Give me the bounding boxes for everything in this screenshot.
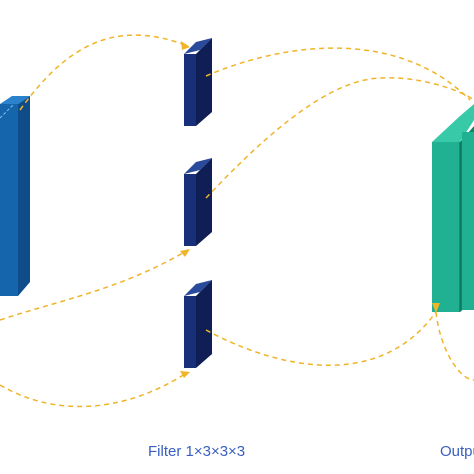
arrow-below-output-exit: [435, 311, 474, 381]
input-volume-edge-highlight: [0, 103, 15, 119]
filter-bottom-front: [184, 296, 196, 368]
filter-middle-side: [196, 158, 212, 246]
filter-top-front: [184, 54, 196, 126]
input-volume-front: [0, 104, 18, 296]
output-volume: [432, 104, 474, 312]
filter-label: Filter 1×3×3×3: [148, 443, 245, 460]
arrow-filter-top-to-output: [205, 47, 471, 101]
filter-bottom-side: [196, 280, 212, 368]
flow-arrows: [0, 34, 474, 408]
filter-bottom: [184, 280, 212, 368]
output-volume-second-slice: [462, 132, 474, 310]
output-volume-front: [432, 142, 460, 312]
filter-top-cap: [184, 38, 212, 54]
arrow-input-to-filter-top: [19, 34, 189, 111]
filter-top-side: [196, 38, 212, 126]
arrow-filter-middle-to-output: [205, 77, 474, 199]
arrow-filter-bottom-to-output: [205, 311, 437, 366]
filter-middle-cap: [184, 158, 212, 174]
input-volume-side: [18, 96, 30, 296]
filter-middle: [184, 158, 212, 246]
output-label: Outpu: [440, 443, 474, 460]
arrowhead-filter-middle: [180, 249, 190, 257]
filter-middle-front: [184, 174, 196, 246]
arrowheads: [180, 41, 440, 378]
arrow-bottom-left-to-filter-middle: [0, 249, 189, 321]
arrowhead-output: [432, 303, 440, 313]
arrowhead-filter-bottom: [180, 371, 190, 378]
input-volume-top: [0, 96, 30, 104]
arrow-bottom-left-to-filter-bottom: [0, 371, 189, 408]
filter-bottom-cap: [184, 280, 212, 296]
input-volume: [0, 96, 30, 296]
filter-top: [184, 38, 212, 126]
arrowhead-filter-top: [181, 41, 190, 50]
